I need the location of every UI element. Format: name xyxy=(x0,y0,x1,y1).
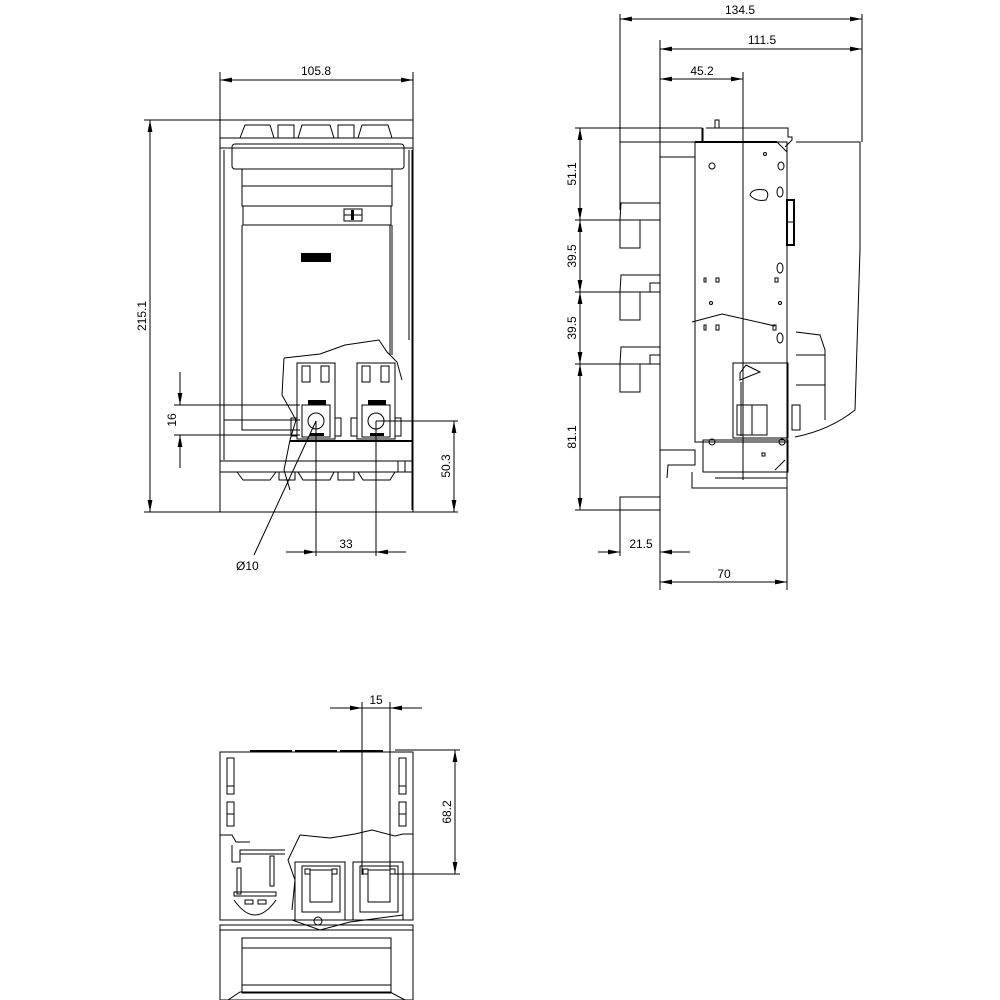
dim-overall-height: 215.1 xyxy=(135,301,149,331)
dim-overall-width: 105.8 xyxy=(301,64,331,78)
dim-terminal-width: 15 xyxy=(369,693,383,707)
dim-body-depth: 70 xyxy=(717,567,731,581)
bottom-terminal-left xyxy=(294,861,346,926)
dim-rear-offset: 21.5 xyxy=(629,537,653,551)
dim-terminal-center-height: 50.3 xyxy=(439,454,453,478)
front-view xyxy=(219,119,414,513)
side-view-dimensions: 134.5 111.5 45.2 51.1 39.5 39.5 81.1 21.… xyxy=(565,3,863,585)
dim-terminal-height: 16 xyxy=(165,413,179,427)
dim-section-1: 51.1 xyxy=(565,162,579,186)
bottom-view-dimensions: 15 68.2 xyxy=(330,693,460,875)
dim-overall-depth: 134.5 xyxy=(725,3,755,17)
dim-hole-diameter: Ø10 xyxy=(236,559,259,573)
dim-terminal-offset: 68.2 xyxy=(440,800,454,824)
dim-section-4: 81.1 xyxy=(565,425,579,449)
bottom-terminal-right xyxy=(352,861,404,921)
bottom-view xyxy=(219,750,414,1000)
front-view-dimensions: 105.8 215.1 16 50.3 33 Ø10 xyxy=(135,64,458,573)
dim-section-3: 39.5 xyxy=(565,316,579,340)
dim-front-offset: 45.2 xyxy=(690,64,714,78)
dim-section-2: 39.5 xyxy=(565,244,579,268)
dim-terminal-pitch: 33 xyxy=(339,537,353,551)
dim-depth-from-mount: 111.5 xyxy=(748,33,777,47)
side-view xyxy=(619,40,861,590)
